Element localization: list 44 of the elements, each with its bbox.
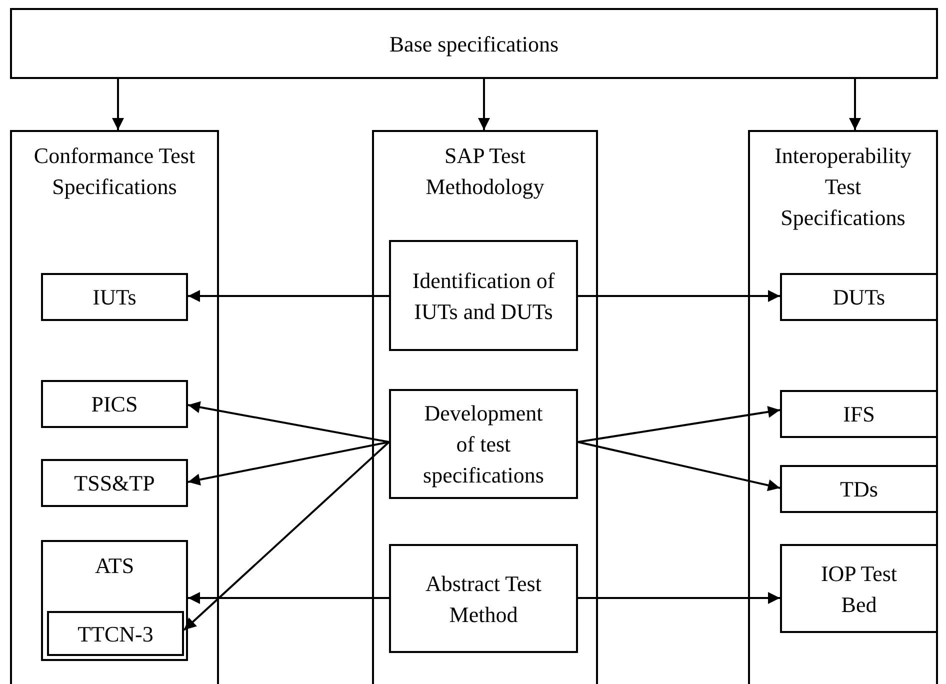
box-label: Interoperability Test Specifications: [774, 142, 912, 232]
arrow: [188, 592, 389, 604]
header-box: [10, 8, 938, 79]
process-box: [389, 240, 578, 351]
box-label: IFS: [842, 400, 876, 428]
process-box: [780, 465, 938, 513]
box-label: TDs: [839, 476, 879, 504]
box-label: TTCN-3: [76, 620, 154, 648]
process-box: [41, 459, 188, 507]
box-label: Identification of IUTs and DUTs: [411, 266, 556, 326]
box-label: Conformance Test Specifications: [32, 142, 196, 201]
box-label: IUTs: [92, 284, 138, 312]
process-box: [41, 380, 188, 428]
process-box: [780, 390, 938, 438]
arrow: [188, 441, 390, 486]
process-box: [47, 611, 184, 656]
group-box: [41, 540, 188, 661]
box-label: SAP Test Methodology: [424, 142, 546, 201]
arrow: [183, 441, 390, 631]
box-label: DUTs: [832, 284, 886, 312]
box-label: IOP Test Bed: [820, 560, 898, 618]
arrow: [112, 79, 124, 130]
column-panel: [748, 130, 938, 684]
arrow: [849, 79, 861, 130]
arrow: [578, 290, 780, 302]
arrow: [578, 592, 780, 604]
box-label: Base specifications: [388, 30, 560, 58]
process-box: [389, 389, 578, 499]
process-box: [780, 544, 938, 633]
box-label: ATS: [94, 552, 136, 580]
arrow: [578, 406, 780, 443]
arrow: [188, 290, 389, 302]
arrow: [578, 441, 780, 492]
arrow: [188, 401, 390, 443]
box-label: Development of test specifications: [422, 400, 545, 490]
column-panel: [372, 130, 598, 684]
arrow: [478, 79, 490, 130]
process-box: [780, 273, 938, 321]
box-label: Abstract Test Method: [424, 570, 542, 628]
process-box: [389, 544, 578, 653]
box-label: PICS: [90, 390, 139, 418]
process-box: [41, 273, 188, 321]
box-label: TSS&TP: [73, 470, 156, 498]
column-panel: [10, 130, 219, 684]
